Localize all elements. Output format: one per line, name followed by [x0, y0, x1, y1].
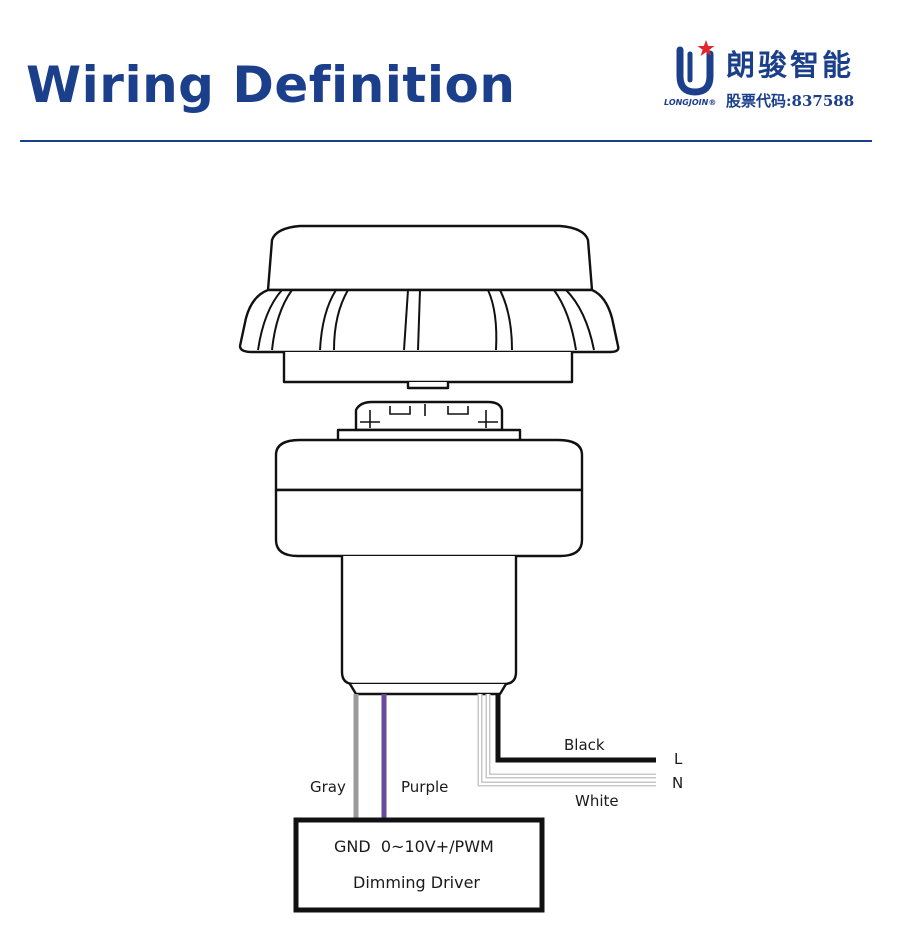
socket-details [360, 404, 498, 428]
driver-name: Dimming Driver [353, 873, 480, 892]
gray-wire-label: Gray [310, 778, 346, 796]
stock-code: 股票代码:837588 [726, 92, 855, 110]
driver-pins-label: GND 0~10V+/PWM [334, 837, 494, 856]
neutral-terminal-label: N [672, 774, 683, 792]
header-divider [20, 140, 872, 142]
dimming-driver-box [293, 817, 545, 913]
brand-block: 朗骏智能 LONGJOIN® 股票代码:837588 [664, 38, 884, 118]
brand-name-cn: 朗骏智能 [726, 48, 855, 82]
brand-name-latin: LONGJOIN® [664, 98, 717, 107]
cap-flutes [257, 289, 595, 351]
purple-wire-label: Purple [401, 778, 448, 796]
black-wire [495, 694, 656, 763]
wires [353, 694, 656, 818]
black-wire-label: Black [564, 736, 605, 754]
logo-star-icon [697, 40, 715, 56]
receptacle-body [274, 400, 584, 696]
sensor-cap [238, 224, 620, 390]
live-terminal-label: L [674, 750, 683, 768]
white-wire-label: White [575, 792, 619, 810]
page-title: Wiring Definition [26, 56, 516, 114]
longjoin-logo-icon [676, 40, 715, 96]
